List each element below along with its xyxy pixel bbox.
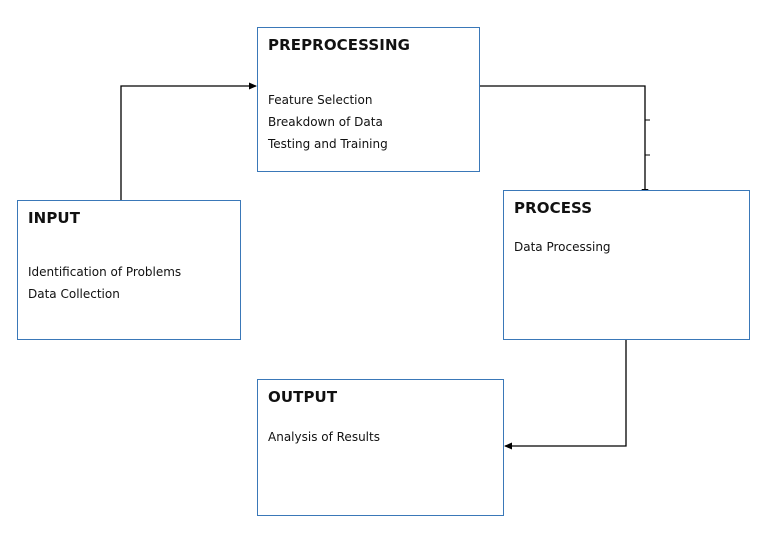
preprocessing-title: PREPROCESSING — [268, 36, 411, 54]
output-title: OUTPUT — [268, 388, 338, 406]
edge-input-to-preprocessing — [120, 82, 257, 200]
preprocessing-box: PREPROCESSING Feature Selection Breakdow… — [257, 27, 480, 172]
input-items: Identification of Problems Data Collecti… — [28, 261, 181, 305]
edge-process-to-output — [504, 340, 627, 450]
output-items: Analysis of Results — [268, 426, 380, 448]
process-box: PROCESS Data Processing — [503, 190, 750, 340]
preprocessing-item: Feature Selection — [268, 93, 373, 107]
preprocessing-items: Feature Selection Breakdown of Data Test… — [268, 89, 388, 155]
preprocessing-item: Breakdown of Data — [268, 115, 383, 129]
output-item: Analysis of Results — [268, 430, 380, 444]
output-box: OUTPUT Analysis of Results — [257, 379, 504, 516]
input-box: INPUT Identification of Problems Data Co… — [17, 200, 241, 340]
input-title: INPUT — [28, 209, 81, 227]
process-title: PROCESS — [514, 199, 593, 217]
process-item: Data Processing — [514, 240, 611, 254]
edge-preprocessing-to-process — [480, 85, 649, 197]
process-items: Data Processing — [514, 236, 611, 258]
input-item: Data Collection — [28, 287, 120, 301]
input-item: Identification of Problems — [28, 265, 182, 279]
preprocessing-item: Testing and Training — [268, 137, 388, 151]
